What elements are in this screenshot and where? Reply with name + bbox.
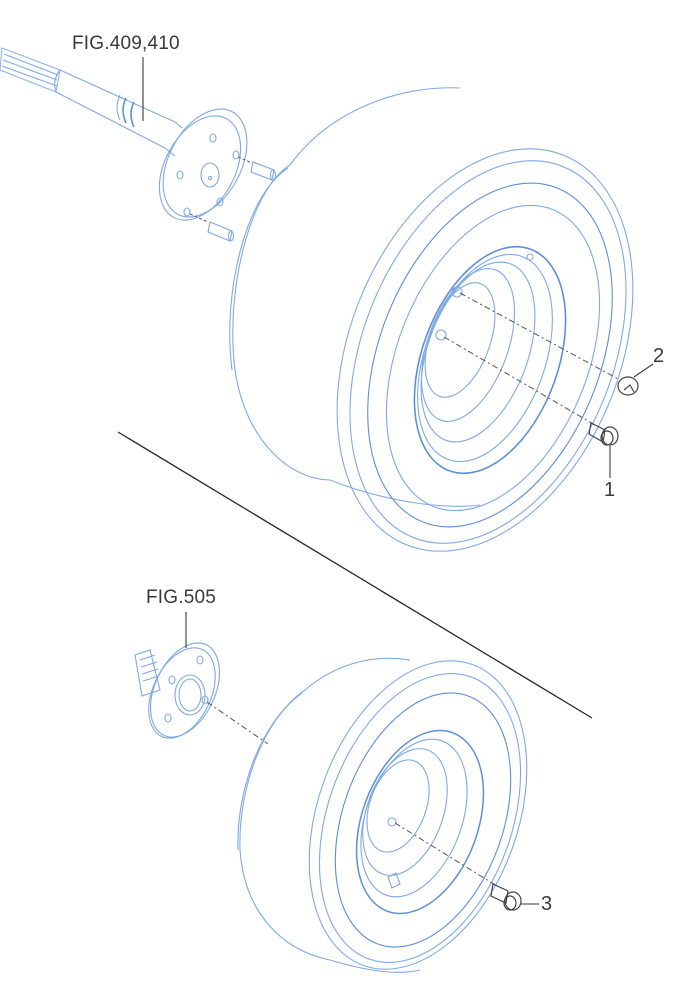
axle-shaft [0, 47, 183, 157]
explode-line-hub [206, 701, 269, 745]
hub-flange-lower [134, 642, 220, 739]
tire-upper [229, 87, 634, 552]
figure-reference-label: FIG.409,410 [72, 33, 180, 54]
wheel-studs-upper [189, 156, 277, 242]
explode-lines-upper [443, 292, 621, 426]
callout-number: 2 [653, 345, 665, 367]
figure-reference-label: FIG.505 [146, 587, 217, 608]
cap-nut-2 [617, 376, 639, 396]
wheel-bolt-1 [588, 422, 619, 446]
hub-flange-upper [158, 108, 248, 221]
divider-line [117, 431, 593, 719]
leader-2 [633, 363, 654, 378]
wheel-bolt-3 [490, 883, 522, 911]
tire-lower [237, 657, 528, 973]
callout-number: 1 [604, 479, 616, 501]
callout-number: 3 [541, 893, 553, 915]
explode-line-lower [394, 822, 498, 887]
